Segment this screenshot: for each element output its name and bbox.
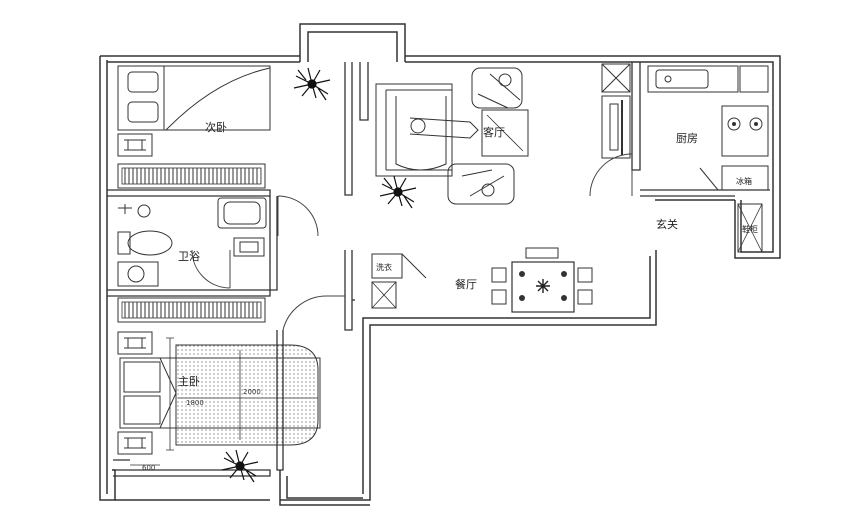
left-wall	[99, 56, 116, 501]
dim-bed-width: 1800	[186, 399, 204, 407]
dining-table	[511, 261, 575, 313]
coffee-table	[481, 109, 529, 157]
entrance: 鞋柜 玄关	[656, 203, 763, 253]
top-wall-left	[100, 55, 300, 63]
armchair-top	[471, 67, 523, 109]
chair-2	[491, 289, 507, 305]
pillow-1	[127, 71, 159, 93]
kitchen: 冰箱 厨房	[647, 65, 769, 191]
label-master-bedroom: 主卧	[178, 375, 200, 388]
chair-1	[491, 267, 507, 283]
wash-basin-icon	[137, 204, 151, 218]
top-wall-right	[405, 55, 781, 259]
wall-kitchen-bottom	[640, 189, 770, 197]
burner-1-icon	[727, 117, 741, 131]
door-bedroom2	[277, 195, 319, 237]
chair-4	[577, 289, 593, 305]
label-living-room: 客厅	[483, 125, 505, 139]
door-bathroom	[191, 249, 231, 289]
kitchen-sink	[655, 69, 709, 89]
door-kitchen	[589, 153, 633, 197]
living-room: 客厅	[375, 63, 631, 205]
plant-icon	[221, 449, 259, 483]
bottom-wall	[115, 470, 370, 506]
plants	[221, 67, 417, 483]
doors	[191, 153, 633, 331]
washer	[371, 253, 403, 279]
armchair-bottom	[447, 163, 515, 205]
wall-bedroom2-bottom	[107, 189, 271, 197]
dining-room: 洗衣 餐厅	[371, 247, 593, 313]
nightstand-master-2	[117, 431, 153, 455]
label-kitchen: 厨房	[676, 132, 698, 145]
interior-walls	[107, 62, 770, 477]
secondary-bedroom: 次卧	[117, 65, 271, 189]
pillow-2	[127, 101, 159, 123]
wall-kitchen-left	[631, 62, 641, 171]
door-master	[282, 295, 345, 331]
dim-bottom-left: 600	[142, 464, 155, 472]
washing-machine-bath	[217, 197, 267, 229]
tv-cabinet	[601, 95, 631, 159]
right-lower-wall	[280, 199, 735, 501]
wall-bedroom2-living	[344, 62, 353, 196]
basin-icon	[127, 265, 145, 283]
label-washer: 洗衣	[376, 262, 392, 272]
nightstand-master-1	[117, 331, 153, 355]
plant-icon	[293, 67, 331, 101]
bathroom: 卫浴	[117, 197, 267, 287]
outer-walls	[99, 23, 781, 506]
wall-bathroom-right	[269, 196, 278, 291]
cabinet-x	[601, 63, 631, 93]
shoe-cabinet	[737, 203, 763, 253]
blanket	[175, 344, 319, 446]
toilet-icon	[127, 230, 173, 256]
kitchen-counter	[647, 65, 739, 93]
wardrobe-master	[117, 297, 266, 323]
stove	[721, 105, 769, 157]
master-bedroom: 1800 2000 600 主卧	[117, 297, 321, 472]
label-secondary-bedroom: 次卧	[205, 120, 227, 134]
label-dining-room: 餐厅	[455, 277, 477, 291]
chair-5	[525, 247, 559, 259]
label-fridge: 冰箱	[736, 176, 752, 186]
label-entrance: 玄关	[656, 217, 678, 231]
wall-bathroom-bottom	[107, 289, 271, 297]
nightstand-secondary	[117, 133, 153, 157]
wardrobe-secondary	[117, 163, 266, 189]
label-shoe-cabinet: 鞋柜	[742, 224, 758, 234]
dim-bed-length: 2000	[243, 388, 261, 396]
sofa	[375, 83, 453, 177]
label-bathroom: 卫浴	[178, 250, 200, 263]
fridge	[721, 165, 769, 191]
plant-icon	[379, 175, 417, 209]
chair-3	[577, 267, 593, 283]
top-balcony	[299, 23, 406, 62]
burner-2-icon	[749, 117, 763, 131]
cabinet-small	[371, 281, 397, 309]
